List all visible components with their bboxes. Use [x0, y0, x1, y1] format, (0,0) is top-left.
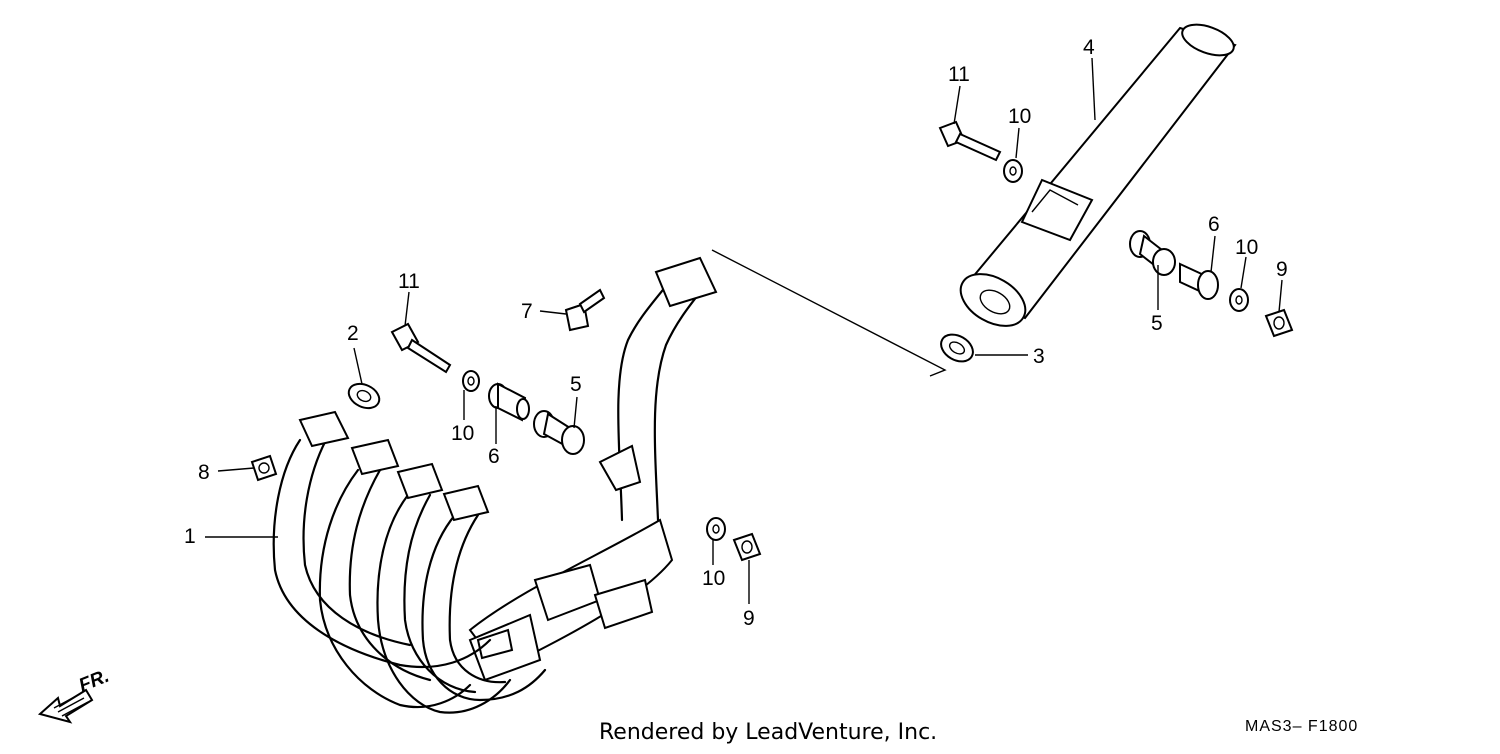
front-direction-arrow-icon — [37, 688, 94, 724]
callout-11-left: 11 — [398, 270, 420, 293]
callout-1: 1 — [184, 525, 196, 548]
callout-10-right-upper: 10 — [1008, 105, 1031, 128]
collar-part-6-right[interactable] — [1179, 262, 1219, 300]
callout-11-right: 11 — [948, 63, 970, 86]
callout-leaders — [205, 57, 1283, 604]
callout-10-bottom: 10 — [702, 567, 725, 590]
callout-6-right: 6 — [1208, 213, 1220, 236]
washer-part-10-right[interactable] — [1229, 288, 1249, 312]
collar-part-6-left[interactable] — [488, 382, 530, 422]
callout-9-right: 9 — [1276, 258, 1288, 281]
washer-part-10-bottom[interactable] — [706, 517, 726, 541]
front-direction-label: FR. — [76, 666, 112, 697]
callout-3: 3 — [1033, 345, 1045, 368]
washer-part-10-left[interactable] — [462, 370, 480, 392]
exhaust-pipe-part-1[interactable] — [272, 256, 718, 714]
gasket-part-2[interactable] — [345, 379, 383, 412]
bolt-part-11-right[interactable] — [938, 120, 1002, 162]
callout-10-left: 10 — [451, 422, 474, 445]
gasket-part-3[interactable] — [936, 329, 977, 367]
diagram-code: MAS3– F1800 — [1245, 718, 1358, 735]
callout-10-right: 10 — [1235, 236, 1258, 259]
bolt-part-7[interactable] — [564, 288, 606, 332]
nut-part-9-bottom[interactable] — [732, 532, 762, 562]
nut-part-9-right[interactable] — [1264, 308, 1294, 338]
callout-5-right: 5 — [1151, 312, 1163, 335]
assembly-leader-line — [711, 249, 947, 377]
callout-4: 4 — [1083, 36, 1095, 59]
callout-9-bottom: 9 — [743, 607, 755, 630]
callout-5-left: 5 — [570, 373, 582, 396]
callout-7: 7 — [521, 300, 533, 323]
render-credit: Rendered by LeadVenture, Inc. — [599, 720, 937, 745]
callout-8: 8 — [198, 461, 210, 484]
callout-2: 2 — [347, 322, 359, 345]
rubber-mount-part-5-left[interactable] — [533, 410, 585, 455]
callout-6-left: 6 — [488, 445, 500, 468]
bolt-part-11-left[interactable] — [390, 322, 452, 374]
washer-part-10-right-upper[interactable] — [1003, 159, 1023, 183]
nut-part-8[interactable] — [250, 454, 278, 482]
rubber-mount-part-5-right[interactable] — [1129, 230, 1176, 276]
muffler-part-4[interactable] — [952, 19, 1238, 337]
